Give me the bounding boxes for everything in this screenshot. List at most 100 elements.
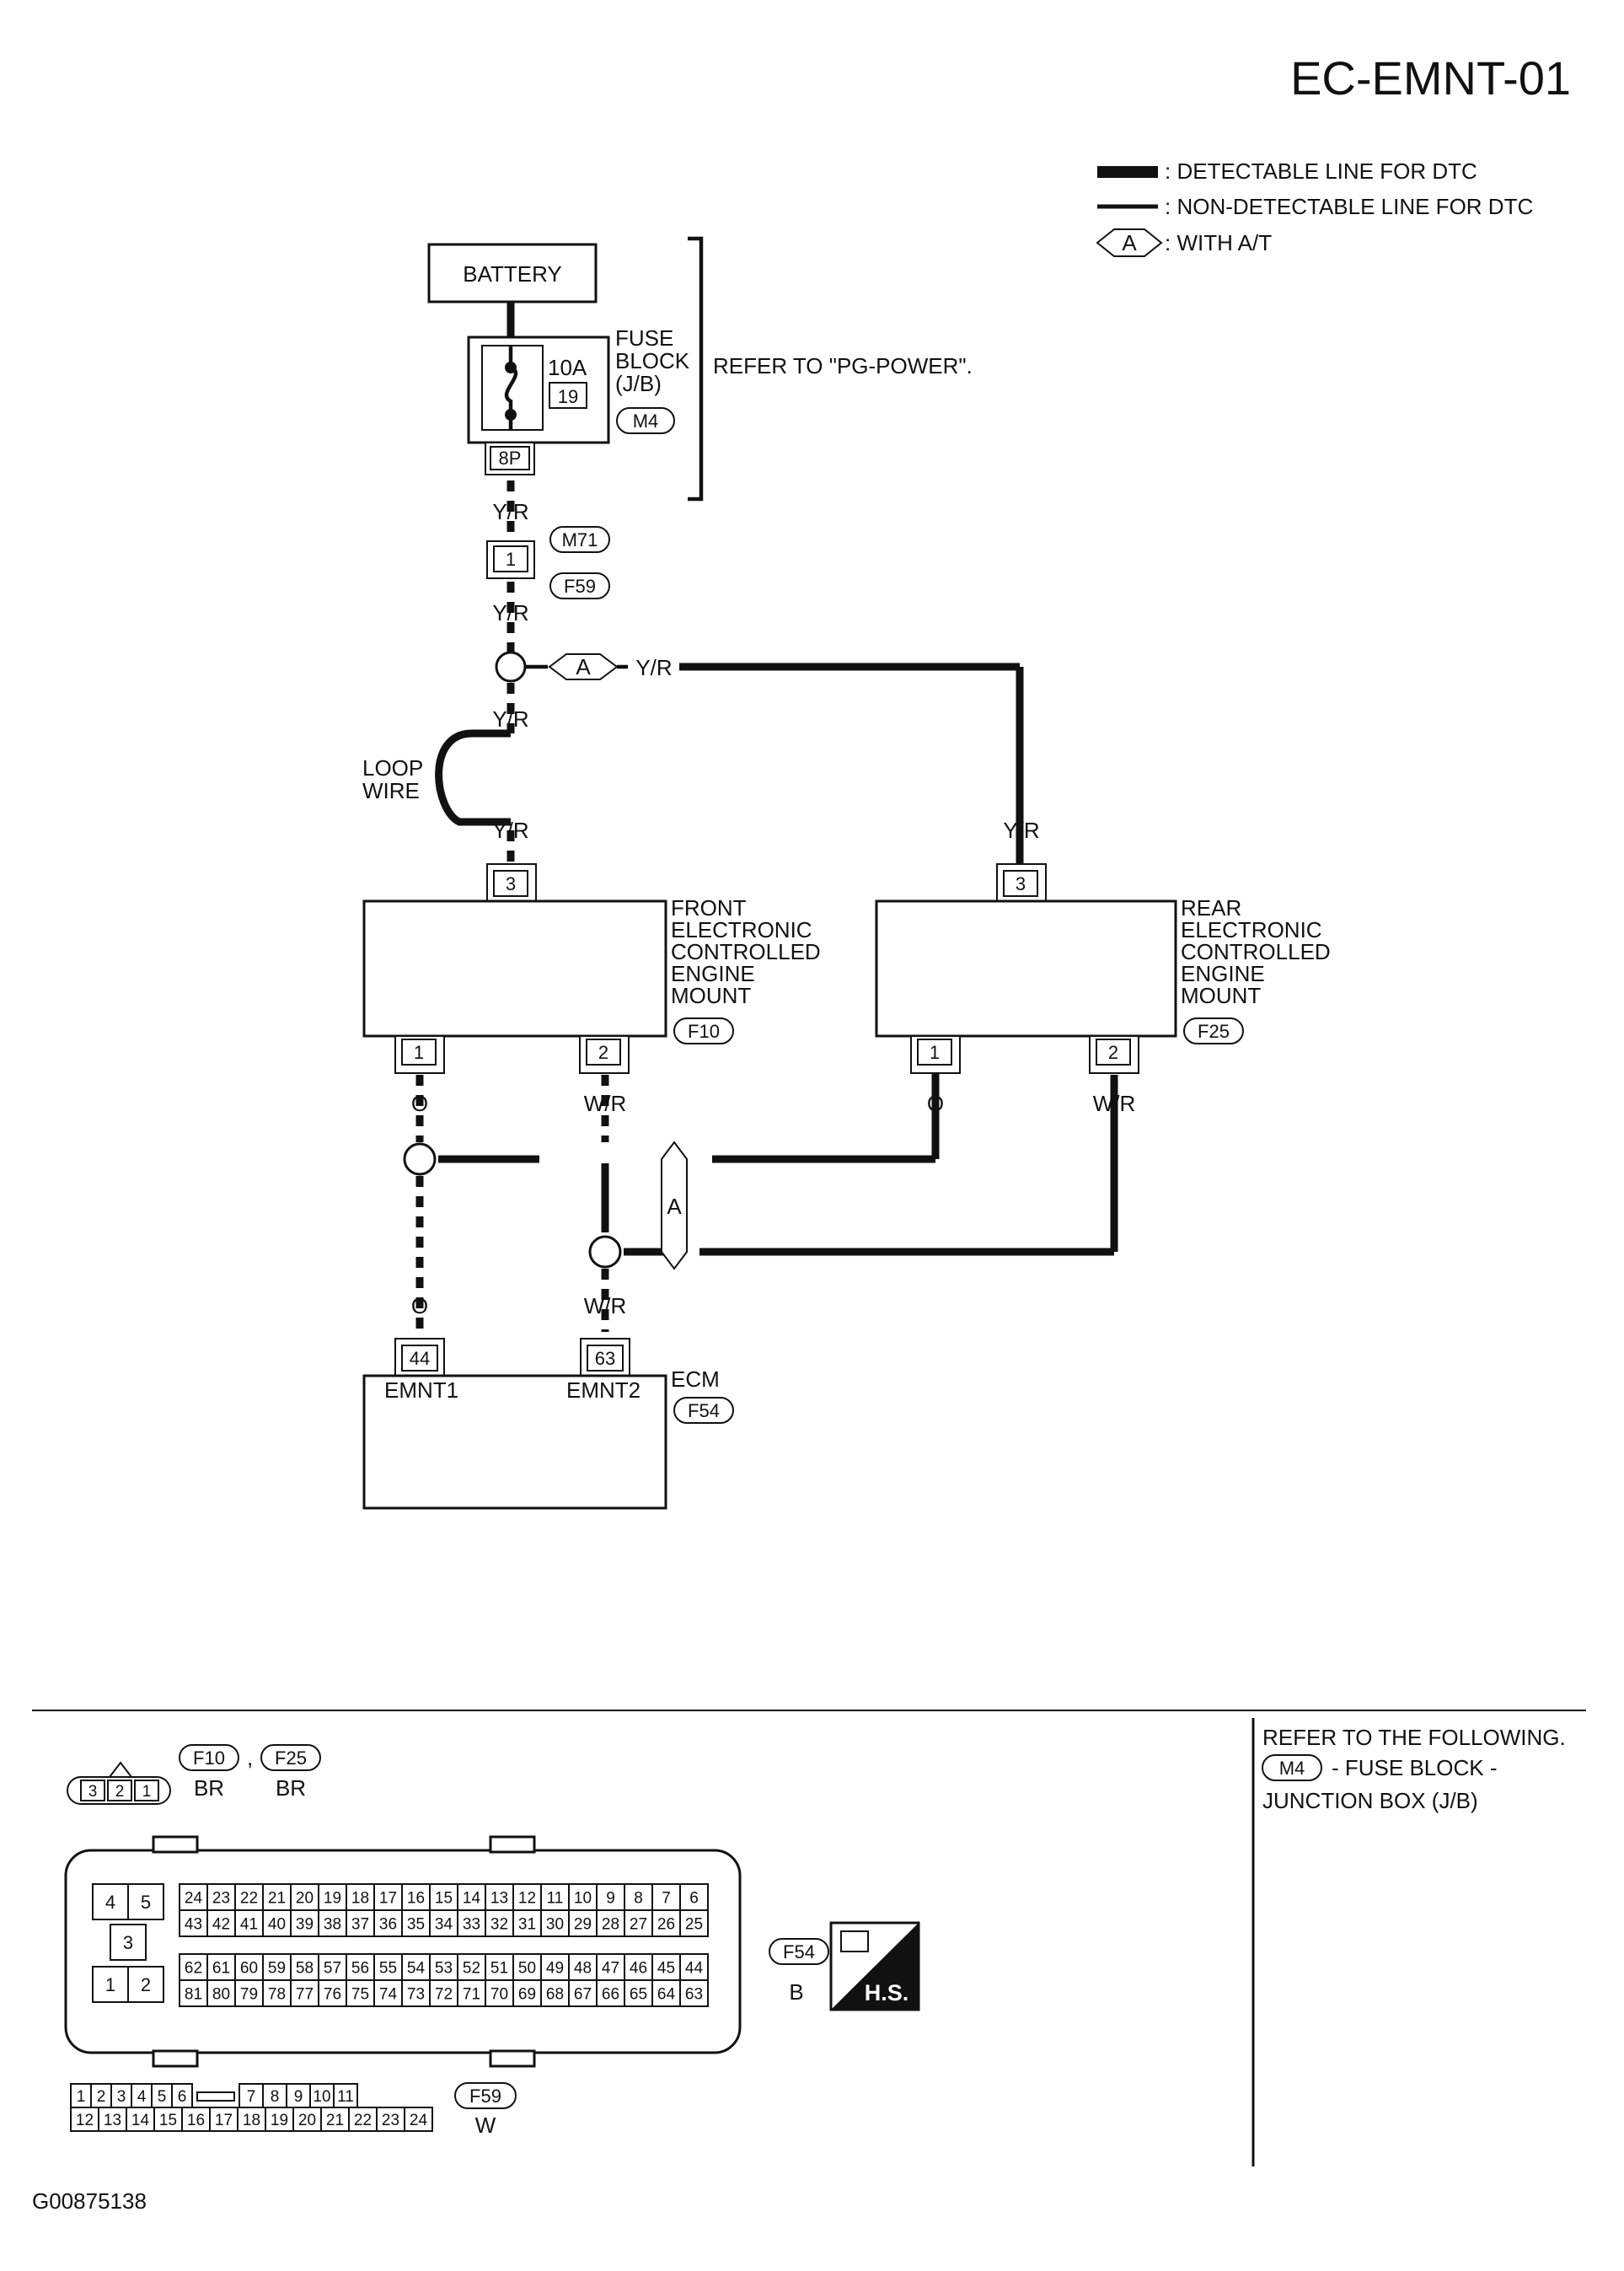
mount-conn-id2-oval bbox=[260, 1744, 321, 1771]
ecm-pin: 36 bbox=[379, 1916, 397, 1934]
f59-pin-cell bbox=[404, 2107, 433, 2132]
front-mount-box bbox=[362, 899, 667, 1038]
f59-pin: 20 bbox=[298, 2112, 316, 2129]
ecm: 44 63 EMNT1 EMNT2 ECM F54 bbox=[362, 1338, 734, 1510]
f59-pin-cell bbox=[320, 2107, 350, 2132]
wires bbox=[415, 302, 1118, 1332]
ecm-pin: 39 bbox=[296, 1916, 314, 1934]
ecm-pin: 21 bbox=[268, 1890, 286, 1908]
fuse-block: 10A 19 FUSE BLOCK (J/B) M4 8P REFER TO "… bbox=[467, 236, 973, 502]
ecm-pin-cell bbox=[540, 1953, 570, 1981]
inline-connector-pin: 1 bbox=[506, 549, 516, 570]
hs-badge-fill bbox=[831, 1923, 919, 2010]
ecm-pin: 40 bbox=[268, 1916, 286, 1934]
ecm-pin: 42 bbox=[212, 1916, 230, 1934]
f59-pin-cell bbox=[98, 2107, 127, 2132]
refer-panel-connector: M4 bbox=[1279, 1758, 1305, 1779]
mount-connector-view: 3 2 1 F10 , F25 BR BR bbox=[67, 1744, 321, 1805]
ecm-pin: 55 bbox=[379, 1960, 397, 1978]
rear-engine-mount: 3 REAR ELECTRONIC CONTROLLED ENGINE MOUN… bbox=[875, 863, 1331, 1074]
ecm-left-pin-cell bbox=[127, 1883, 164, 1920]
ecm-pin: 31 bbox=[518, 1916, 536, 1934]
ecm-view-connector-id: F54 bbox=[783, 1941, 815, 1962]
ecm-pin-cell bbox=[540, 1909, 570, 1937]
ecm-pin: 66 bbox=[602, 1986, 619, 2004]
fuse-number: 19 bbox=[558, 386, 578, 407]
with-at-junction-letter: A bbox=[576, 654, 591, 679]
rear-mount-pin-3: 3 bbox=[1016, 873, 1026, 894]
front-mount-label-2: ELECTRONIC bbox=[671, 917, 812, 942]
rear-mount-label-1: REAR bbox=[1181, 895, 1241, 921]
ecm-pin-cell bbox=[651, 1979, 681, 2007]
ecm-pin: 11 bbox=[547, 1890, 564, 1908]
legend-detectable: : DETECTABLE LINE FOR DTC bbox=[1165, 158, 1477, 184]
ecm-connector-outline bbox=[64, 1849, 742, 2054]
rear-mount-box bbox=[875, 899, 1177, 1038]
f59-pin: 1 bbox=[77, 2088, 86, 2106]
wire-color-label: Y/R bbox=[492, 600, 528, 625]
ecm-pin: 17 bbox=[379, 1890, 397, 1908]
splice-point-wr bbox=[588, 1235, 622, 1269]
detectable-line-swatch bbox=[1097, 166, 1158, 178]
fuse-label-3: (J/B) bbox=[615, 371, 662, 396]
ecm-pin: 61 bbox=[212, 1960, 230, 1978]
front-mount-connector-id: F10 bbox=[688, 1021, 720, 1042]
ecm-pin: 28 bbox=[602, 1916, 619, 1934]
ecm-pin: 6 bbox=[689, 1890, 699, 1908]
rear-mount-label-2: ELECTRONIC bbox=[1181, 917, 1322, 942]
ecm-pin: 67 bbox=[574, 1986, 592, 2004]
legend-with-at: : WITH A/T bbox=[1165, 230, 1272, 255]
ecm-pin: 52 bbox=[463, 1960, 480, 1978]
ecm-left-pin: 2 bbox=[141, 1974, 151, 1995]
ecm-left-pin: 5 bbox=[141, 1892, 151, 1913]
ecm-left-pin-cell bbox=[127, 1966, 164, 2003]
ecm-pin: 30 bbox=[546, 1916, 564, 1934]
ecm-pin: 46 bbox=[630, 1960, 647, 1978]
wire-color-label: W/R bbox=[1093, 1091, 1136, 1116]
ecm-left-pin-cell bbox=[110, 1924, 147, 1961]
ecm-connector-latch bbox=[152, 1835, 199, 1854]
fuse-terminal-bottom bbox=[505, 409, 517, 421]
f59-pin: 13 bbox=[104, 2112, 121, 2129]
ecm-pin: 18 bbox=[351, 1890, 369, 1908]
with-at-tag-shape bbox=[1096, 228, 1163, 257]
rear-mount-pin2-box bbox=[1096, 1039, 1131, 1066]
ecm-pin: 16 bbox=[407, 1890, 425, 1908]
mount-conn-separator: , bbox=[247, 1745, 253, 1770]
ecm-pin-cell bbox=[206, 1909, 236, 1937]
ecm-pin: 12 bbox=[518, 1890, 536, 1908]
f59-key-slot bbox=[196, 2091, 235, 2102]
f59-view-connector-color: W bbox=[475, 2113, 496, 2138]
page-id: EC-EMNT-01 bbox=[1290, 51, 1571, 105]
f59-pin: 18 bbox=[243, 2112, 260, 2129]
f59-view-connector-id: F59 bbox=[469, 2086, 501, 2107]
mount-conn-pin: 3 bbox=[88, 1783, 98, 1801]
ecm-pin-cell bbox=[512, 1979, 542, 2007]
ecm-connector-latch bbox=[489, 1835, 536, 1854]
mount-conn-pin-cell bbox=[80, 1780, 105, 1801]
ecm-pin-cell bbox=[290, 1883, 319, 1911]
loop-wire-arc bbox=[435, 729, 511, 826]
ecm-pin: 62 bbox=[185, 1960, 202, 1978]
wire-color-label: O bbox=[411, 1293, 428, 1318]
ecm-pin: 47 bbox=[602, 1960, 619, 1978]
refer-panel: REFER TO THE FOLLOWING. M4 - FUSE BLOCK … bbox=[1262, 1725, 1566, 1813]
ecm-pin: 57 bbox=[324, 1960, 341, 1978]
battery-label: BATTERY bbox=[463, 261, 562, 287]
ecm-pin-cell bbox=[679, 1979, 709, 2007]
ecm-pin-cell bbox=[373, 1909, 403, 1937]
ecm-pin: 32 bbox=[490, 1916, 508, 1934]
f59-pin: 9 bbox=[294, 2088, 303, 2106]
ecm-pin: 69 bbox=[518, 1986, 536, 2004]
fuse-label-1: FUSE bbox=[615, 325, 673, 351]
with-at-tag: A bbox=[1122, 230, 1137, 255]
f59-pin-cell bbox=[348, 2107, 378, 2132]
ecm-connector-latch bbox=[152, 2049, 199, 2068]
ecm-pin: 33 bbox=[463, 1916, 480, 1934]
fuse-terminal-top bbox=[505, 362, 517, 373]
f59-pin: 19 bbox=[271, 2112, 288, 2129]
f59-pin: 15 bbox=[159, 2112, 177, 2129]
loop-label-2: WIRE bbox=[362, 778, 420, 803]
